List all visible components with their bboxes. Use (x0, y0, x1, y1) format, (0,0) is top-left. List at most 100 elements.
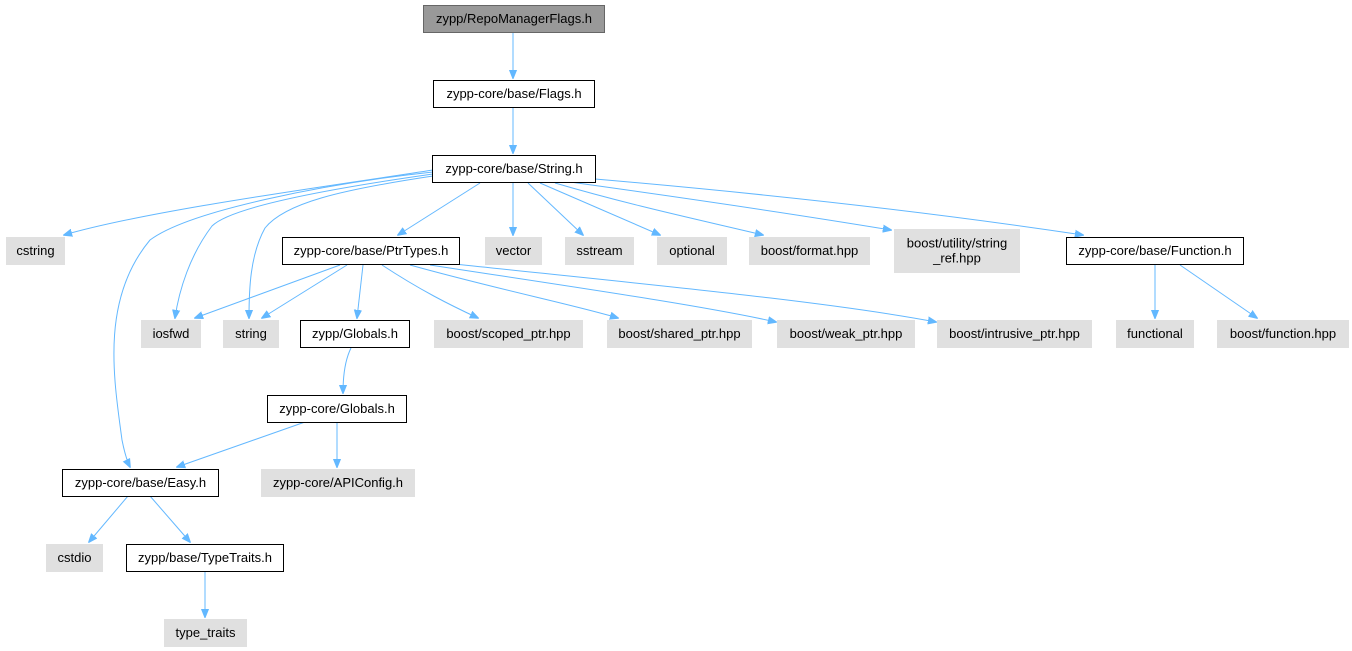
edge-easy-to-cstdio (89, 495, 129, 542)
edge-easy-to-typetraits (149, 495, 190, 542)
node-boost-string-ref: boost/utility/string_ref.hpp (894, 229, 1020, 273)
node-box (141, 320, 201, 348)
edge-ptrtypes-to-boost_weak (429, 264, 776, 322)
node-label: cstdio (58, 550, 92, 565)
node-sstream: sstream (565, 237, 634, 265)
node-box (164, 619, 247, 647)
edge-string_h-to-iosfwd (175, 173, 434, 318)
node-cstring: cstring (6, 237, 65, 265)
node-box (894, 229, 1020, 273)
node-repomanagerflags[interactable]: zypp/RepoManagerFlags.h (423, 5, 605, 33)
node-label: zypp-core/APIConfig.h (273, 475, 403, 490)
node-box (657, 237, 727, 265)
node-optional: optional (657, 237, 727, 265)
edges-layer (64, 33, 1257, 617)
node-string-h[interactable]: zypp-core/base/String.h (432, 155, 596, 183)
node-label: boost/format.hpp (761, 243, 859, 258)
node-box (223, 320, 279, 348)
node-label: zypp-core/base/Function.h (1078, 243, 1231, 258)
edge-string_h-to-boost_string_ref (569, 181, 891, 230)
node-box (126, 544, 284, 572)
node-box (282, 237, 460, 265)
node-label: boost/weak_ptr.hpp (790, 326, 903, 341)
edge-ptrtypes-to-boost_scoped (381, 264, 478, 318)
node-box (777, 320, 915, 348)
node-box (423, 5, 605, 33)
edge-zypp_globals-to-core_globals (343, 347, 352, 393)
node-box (1116, 320, 1194, 348)
node-vector: vector (485, 237, 542, 265)
node-typetraits[interactable]: zypp/base/TypeTraits.h (126, 544, 284, 572)
edge-string_h-to-sstream (527, 182, 583, 235)
edge-ptrtypes-to-boost_shared (409, 264, 618, 318)
node-boost-shared: boost/shared_ptr.hpp (607, 320, 752, 348)
node-box (267, 395, 407, 423)
edge-string_h-to-ptrtypes (398, 182, 481, 235)
node-box (300, 320, 410, 348)
node-zypp-globals[interactable]: zypp/Globals.h (300, 320, 410, 348)
node-label: zypp-core/Globals.h (279, 401, 395, 416)
node-label: boost/function.hpp (1230, 326, 1336, 341)
node-label: boost/scoped_ptr.hpp (446, 326, 570, 341)
node-iosfwd: iosfwd (141, 320, 201, 348)
node-label: zypp/base/TypeTraits.h (138, 550, 272, 565)
node-label: string (235, 326, 267, 341)
node-label: zypp-core/base/Easy.h (75, 475, 206, 490)
node-label: sstream (576, 243, 622, 258)
node-type-traits: type_traits (164, 619, 247, 647)
node-label: boost/utility/string (907, 236, 1007, 251)
node-box (937, 320, 1092, 348)
edge-function_h-to-boost_function (1179, 264, 1257, 318)
node-box (1217, 320, 1349, 348)
node-label: _ref.hpp (932, 251, 981, 266)
edge-string_h-to-easy (113, 171, 434, 467)
nodes-layer: zypp/RepoManagerFlags.h zypp-core/base/Fl… (6, 5, 1349, 647)
node-box (1066, 237, 1244, 265)
edge-ptrtypes-to-iosfwd (195, 264, 341, 318)
node-box (432, 155, 596, 183)
node-boost-intrusive: boost/intrusive_ptr.hpp (937, 320, 1092, 348)
node-cstdio: cstdio (46, 544, 103, 572)
node-label: zypp-core/base/String.h (445, 161, 582, 176)
node-flags[interactable]: zypp-core/base/Flags.h (433, 80, 595, 108)
node-boost-scoped: boost/scoped_ptr.hpp (434, 320, 583, 348)
node-label: zypp/Globals.h (312, 326, 398, 341)
node-boost-weak: boost/weak_ptr.hpp (777, 320, 915, 348)
node-boost-format: boost/format.hpp (749, 237, 870, 265)
node-box (6, 237, 65, 265)
edge-string_h-to-cstring (64, 169, 434, 235)
node-box (62, 469, 219, 497)
edge-string_h-to-optional (539, 182, 660, 235)
node-label: type_traits (176, 625, 236, 640)
node-box (46, 544, 103, 572)
node-box (261, 469, 415, 497)
edge-string_h-to-function_h (594, 178, 1083, 235)
node-label: zypp/RepoManagerFlags.h (436, 11, 592, 26)
node-string: string (223, 320, 279, 348)
edge-core_globals-to-easy (177, 421, 306, 467)
node-label: boost/shared_ptr.hpp (618, 326, 740, 341)
node-label: optional (669, 243, 715, 258)
node-box (749, 237, 870, 265)
node-label: functional (1127, 326, 1183, 341)
edge-string_h-to-boost_format (554, 182, 763, 235)
node-label: boost/intrusive_ptr.hpp (949, 326, 1080, 341)
node-ptrtypes[interactable]: zypp-core/base/PtrTypes.h (282, 237, 460, 265)
node-box (607, 320, 752, 348)
node-function-h[interactable]: zypp-core/base/Function.h (1066, 237, 1244, 265)
node-label: iosfwd (153, 326, 190, 341)
node-box (434, 320, 583, 348)
node-core-globals[interactable]: zypp-core/Globals.h (267, 395, 407, 423)
node-functional: functional (1116, 320, 1194, 348)
node-boost-function: boost/function.hpp (1217, 320, 1349, 348)
node-label: zypp-core/base/PtrTypes.h (294, 243, 449, 258)
edge-ptrtypes-to-string (262, 264, 348, 318)
edge-string_h-to-string (249, 175, 434, 318)
node-box (433, 80, 595, 108)
node-apiconfig: zypp-core/APIConfig.h (261, 469, 415, 497)
node-label: vector (496, 243, 532, 258)
node-easy[interactable]: zypp-core/base/Easy.h (62, 469, 219, 497)
node-label: zypp-core/base/Flags.h (446, 86, 581, 101)
edge-ptrtypes-to-zypp_globals (357, 264, 364, 318)
